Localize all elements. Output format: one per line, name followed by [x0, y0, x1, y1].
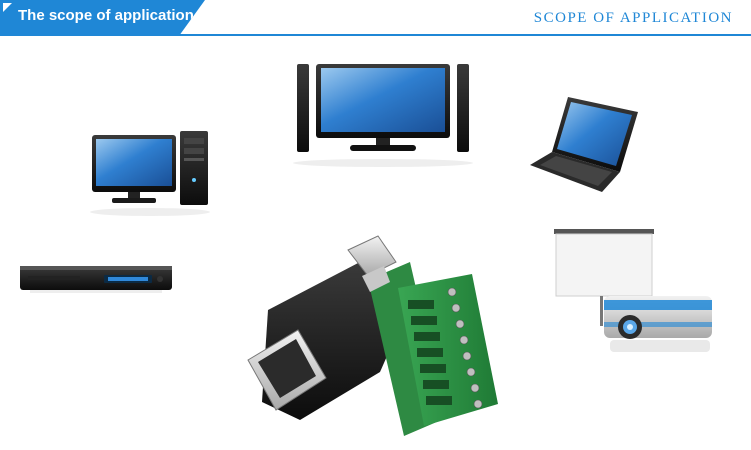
tv-with-speakers: [293, 64, 473, 167]
header-rule: [0, 34, 751, 36]
dvd-player: [20, 266, 172, 293]
badge-title: The scope of application: [18, 7, 194, 24]
desktop-computer: [90, 131, 210, 216]
badge-corner-mark: [3, 3, 12, 12]
title-badge: The scope of application: [0, 0, 205, 34]
header-banner: The scope of application SCOPE OF APPLIC…: [0, 0, 751, 38]
illustration: [20, 64, 712, 436]
laptop: [530, 97, 638, 192]
section-title: SCOPE OF APPLICATION: [533, 10, 733, 26]
projector-with-screen: [554, 229, 712, 352]
hdmi-terminal-adapter: [247, 235, 498, 436]
